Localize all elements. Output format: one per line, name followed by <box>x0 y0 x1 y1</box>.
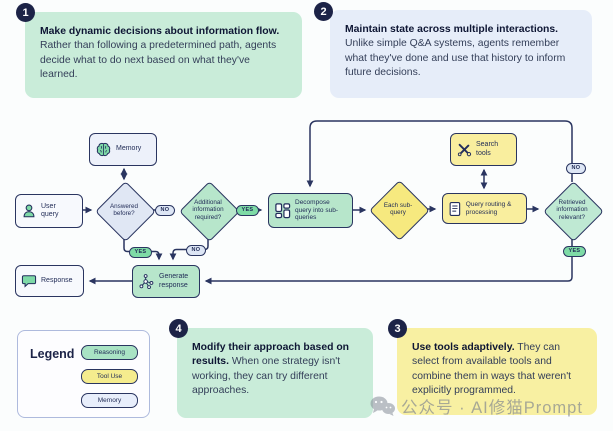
node-label: Query routing & processing <box>465 200 512 216</box>
node-label: User query <box>41 202 59 218</box>
each-subquery-step: Each sub-query <box>368 179 430 241</box>
additional-info-decision: Additional information required? <box>178 180 240 242</box>
legend-item-reasoning: Reasoning <box>81 345 138 360</box>
user-icon <box>23 204 35 218</box>
callout-title: Use tools adaptively. <box>412 342 515 353</box>
decision-label: Each sub-query <box>383 201 413 216</box>
decision-label: Retrieved information relevant? <box>556 199 588 221</box>
callout-number-badge: 1 <box>16 3 35 22</box>
watermark: 公众号 · AI修猫Prompt <box>369 394 583 418</box>
node-label: Generate response <box>159 273 189 289</box>
legend-item-memory: Memory <box>81 393 138 408</box>
edge-label-no: NO <box>155 205 175 216</box>
edge-label-yes: YES <box>129 247 152 258</box>
memory-node: Memory <box>89 133 157 166</box>
generate-response-node: Generate response <box>132 265 200 298</box>
network-icon <box>139 274 154 290</box>
callout-body: Rather than following a predetermined pa… <box>40 40 277 80</box>
response-node: Response <box>15 265 84 297</box>
legend-title: Legend <box>30 347 75 361</box>
tools-icon <box>457 143 472 156</box>
search-tools-node: Search tools <box>450 133 517 166</box>
document-icon <box>449 201 461 216</box>
decision-label: Answered before? <box>109 202 138 217</box>
node-label: Memory <box>116 145 142 153</box>
callout-modify-approach: Modify their approach based on results. … <box>177 328 373 418</box>
edge-label-no: NO <box>186 245 206 256</box>
user-query-node: User query <box>15 194 83 228</box>
callout-title: Modify their approach based on results. <box>192 342 350 368</box>
grid-icon <box>275 203 291 219</box>
callout-number-badge: 3 <box>388 319 407 338</box>
brain-icon <box>96 142 111 157</box>
legend-box: Legend Reasoning Tool Use Memory <box>17 330 150 418</box>
callout-number-badge: 2 <box>314 2 333 21</box>
edge-label-yes: YES <box>236 205 259 216</box>
legend-item-tool-use: Tool Use <box>81 369 138 384</box>
callout-number-badge: 4 <box>169 319 188 338</box>
node-label: Search tools <box>476 141 499 157</box>
answered-before-decision: Answered before? <box>94 180 156 242</box>
callout-body: They can select from available tools and… <box>412 342 572 396</box>
query-routing-node: Query routing & processing <box>442 193 527 224</box>
decompose-query-node: Decompose query into sub-queries <box>268 193 353 228</box>
chat-bubble-icon <box>21 275 37 288</box>
callout-title: Make dynamic decisions about information… <box>40 26 280 37</box>
callout-maintain-state: Maintain state across multiple interacti… <box>330 10 592 98</box>
edge-label-no: NO <box>566 163 586 174</box>
watermark-text: 公众号 · AI修猫Prompt <box>401 399 583 417</box>
edge-label-yes: YES <box>563 246 586 257</box>
node-label: Response <box>41 276 73 284</box>
callout-title: Maintain state across multiple interacti… <box>345 24 559 35</box>
retrieved-relevant-decision: Retrieved information relevant? <box>542 180 604 242</box>
decision-label: Additional information required? <box>192 199 224 221</box>
wechat-icon <box>370 396 395 416</box>
node-label: Decompose query into sub-queries <box>295 199 338 222</box>
callout-use-tools: Use tools adaptively. They can select fr… <box>397 328 597 415</box>
callout-body: Unlike simple Q&A systems, agents rememb… <box>345 38 566 78</box>
callout-body: When one strategy isn't working, they ca… <box>192 356 341 396</box>
callout-dynamic-decisions: Make dynamic decisions about information… <box>25 12 302 98</box>
